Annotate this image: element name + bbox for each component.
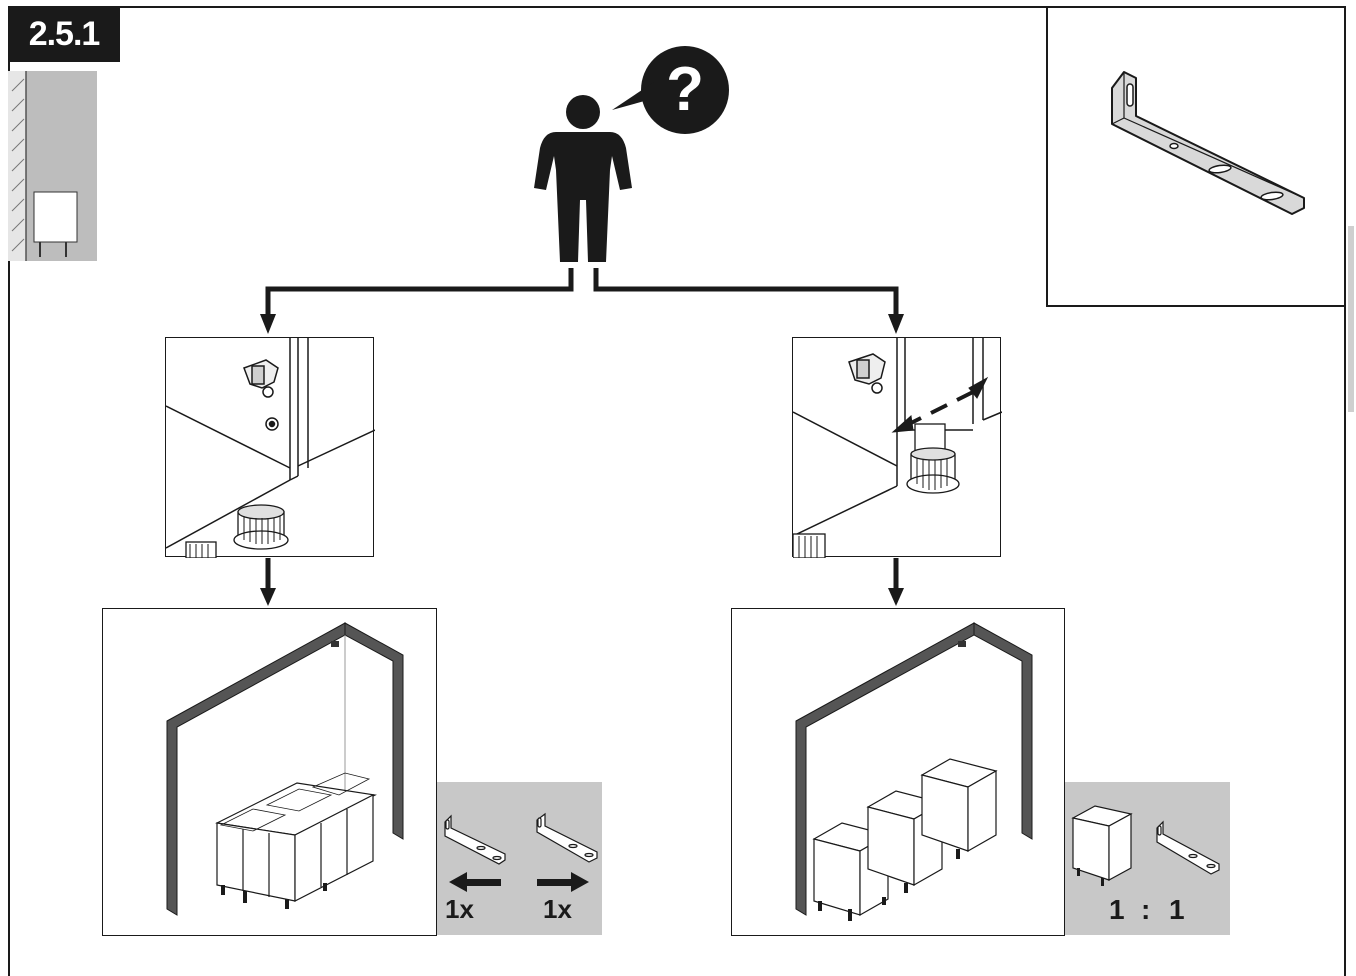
joined-cabinets-panel <box>102 608 437 936</box>
bracket-detail-panel <box>1046 6 1346 307</box>
separate-cabinets-panel <box>731 608 1065 936</box>
l-bracket-icon <box>445 816 505 864</box>
ratio-left: 1 <box>1109 894 1125 926</box>
bracket-count-legend: 1x 1x <box>437 782 602 935</box>
hinge-icon <box>244 360 278 430</box>
cabinet-icon <box>814 759 996 921</box>
left-closeup-panel <box>165 337 374 557</box>
arrow-icon <box>449 872 589 892</box>
l-bracket-icon <box>1048 8 1348 309</box>
ratio-legend: 1 : 1 <box>1065 782 1230 935</box>
hinge-leg-closeup <box>166 338 375 558</box>
cabinet-icon <box>1073 806 1131 886</box>
cabinet-separate-scene <box>732 609 1066 937</box>
context-thumbnail <box>8 71 97 261</box>
step-number: 2.5.1 <box>8 6 120 62</box>
l-bracket-icon <box>537 814 597 862</box>
hinge-leg-spacing-closeup <box>793 338 1002 558</box>
hinge-icon <box>849 354 885 393</box>
right-bracket-count: 1x <box>543 894 572 925</box>
l-bracket-icon <box>1157 822 1219 874</box>
adjustable-leg-icon <box>186 505 288 558</box>
left-bracket-count: 1x <box>445 894 474 925</box>
right-closeup-panel <box>792 337 1001 557</box>
ratio-right: 1 <box>1169 894 1185 926</box>
cabinet-icon <box>217 773 375 909</box>
wall-cabinet-thumbnail-icon <box>8 71 97 261</box>
adjustable-leg-icon <box>793 424 959 558</box>
cabinet-row-scene <box>103 609 438 937</box>
ratio-separator: : <box>1141 894 1150 926</box>
right-edge-bar <box>1348 226 1354 412</box>
